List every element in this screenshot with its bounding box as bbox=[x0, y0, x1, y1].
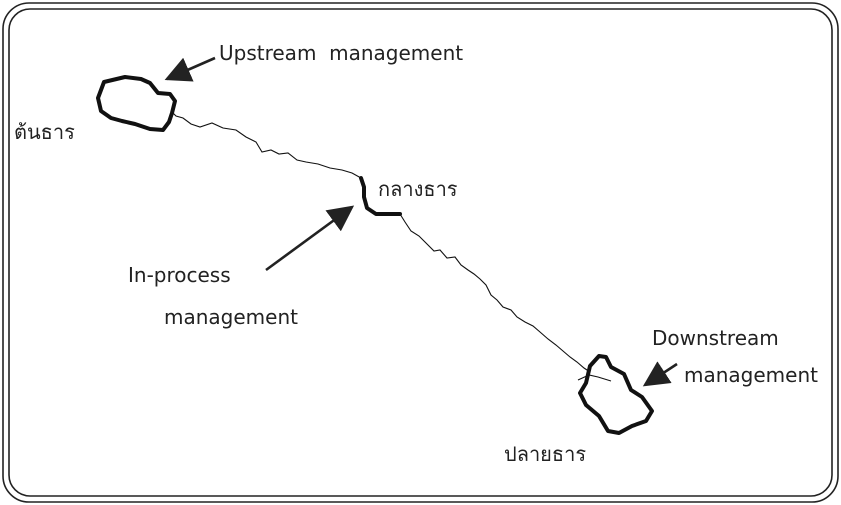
downstream-arrow bbox=[642, 361, 678, 387]
downstream-label-line1: Downstream bbox=[652, 326, 779, 350]
stream-line-end bbox=[577, 374, 612, 382]
mouth-label: ปลายธาร bbox=[504, 442, 586, 466]
stream-line bbox=[169, 109, 362, 179]
stream-line-lower bbox=[399, 213, 612, 382]
in-process-label-line2: management bbox=[164, 305, 298, 329]
downstream-blob bbox=[578, 354, 654, 435]
downstream-label-line2: management bbox=[684, 363, 818, 387]
source-label: ต้นธาร bbox=[14, 120, 75, 144]
in-process-label-line1: In-process bbox=[128, 263, 231, 287]
midstream-thick-segment bbox=[359, 176, 402, 216]
inner-frame bbox=[8, 8, 833, 497]
midstream-label: กลางธาร bbox=[378, 177, 458, 201]
upstream-blob bbox=[96, 75, 177, 132]
in-process-arrow bbox=[265, 205, 355, 272]
upstream-arrow bbox=[164, 56, 216, 82]
upstream-label: Upstream management bbox=[219, 41, 463, 65]
